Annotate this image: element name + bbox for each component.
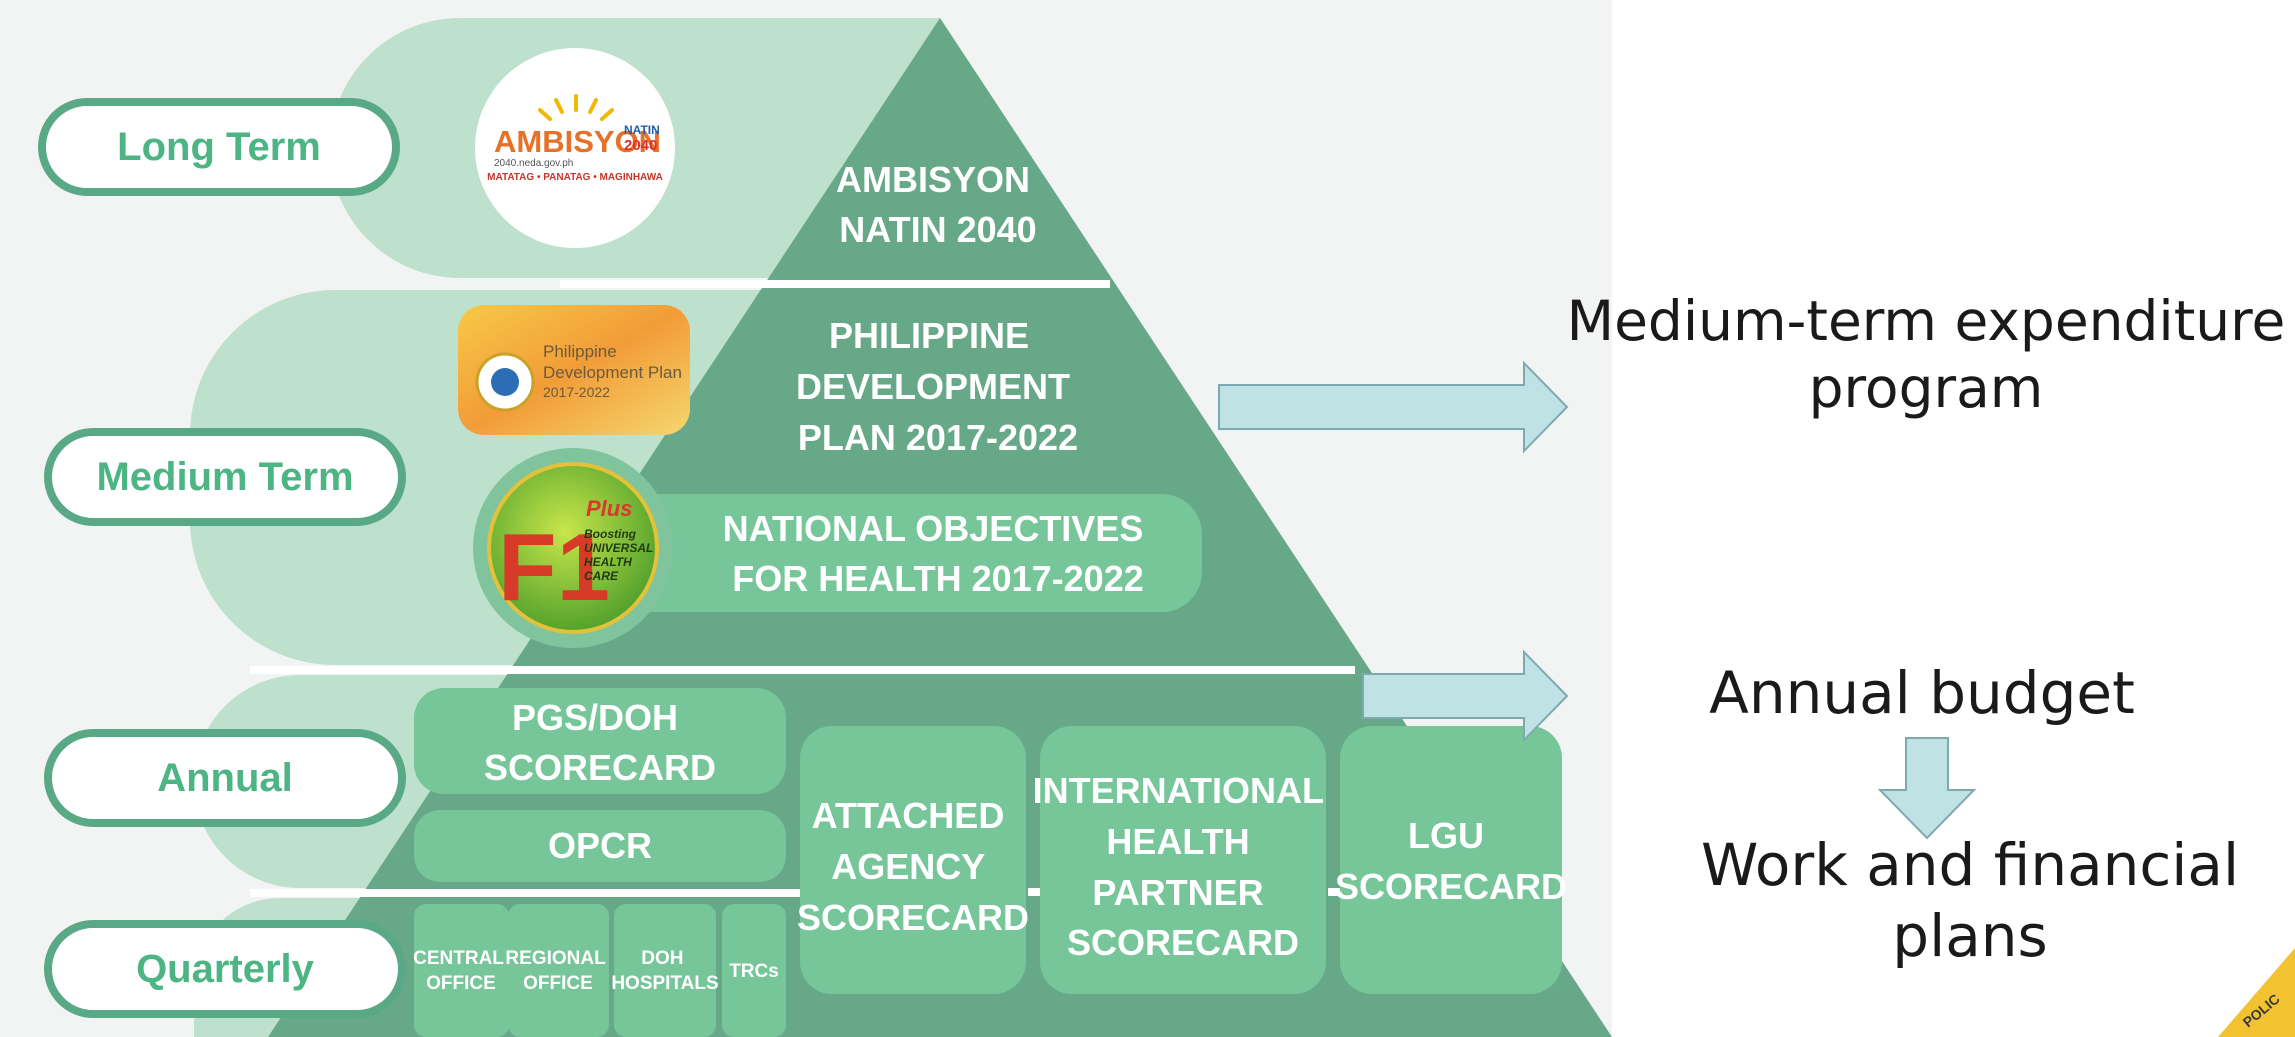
svg-text:PGS/DOH SCORECARD: PGS/DOH SCORECARD [484,697,716,788]
svg-text:MATATAG • PANATAG • MAGINHAWA: MATATAG • PANATAG • MAGINHAWA [487,172,663,183]
quarterly-unit-regional-office: REGIONAL OFFICE [505,904,610,1037]
svg-text:2017-2022: 2017-2022 [543,384,610,400]
ambisyon-title: AMBISYON NATIN 2040 [836,159,1040,250]
annual-budget-label: Annual budget [1709,659,2135,727]
svg-text:Development Plan: Development Plan [543,363,682,382]
quarterly-unit-trcs: TRCs [722,904,786,1037]
national-objectives-box: NATIONAL OBJECTIVES FOR HEALTH 2017-2022 [596,494,1202,612]
tier-pill-long-term: Long Term [38,98,400,196]
f1-plus-logo: F1 Plus Boosting UNIVERSAL HEALTH CARE [473,448,673,648]
svg-text:Medium Term: Medium Term [96,455,353,499]
svg-text:2040.neda.gov.ph: 2040.neda.gov.ph [494,158,573,169]
svg-text:Boosting: Boosting [584,527,637,541]
svg-text:NATIONAL OBJECTIVES FOR: NATIONAL OBJECTIVES FOR HEALTH 2017-2022 [723,508,1154,599]
svg-text:NATIN: NATIN [624,123,660,137]
arrow-right-annual [1362,649,1569,743]
arrow-right-medium-term [1218,360,1569,454]
tier-pill-quarterly: Quarterly [44,920,406,1018]
svg-text:AMBISYON: AMBISYON [494,124,661,159]
corner-badge: POLIC [2218,948,2295,1037]
svg-text:Annual: Annual [157,756,293,800]
quarterly-unit-doh-hospitals: DOH HOSPITALS [611,904,719,1037]
svg-text:UNIVERSAL: UNIVERSAL [584,541,653,555]
svg-text:OPCR: OPCR [548,825,652,866]
svg-text:INTERNATIONAL HEALTH: INTERNATIONAL HEALTH PARTNER SCORECARD [1033,770,1334,963]
pgs-doh-scorecard-box: PGS/DOH SCORECARD [414,688,786,794]
philippine-development-plan-logo: Philippine Development Plan 2017-2022 [458,305,690,435]
svg-text:Quarterly: Quarterly [136,947,315,991]
tier-pill-medium-term: Medium Term [44,428,406,526]
svg-text:DOH HOSPITALS: DOH HOSPITALS [611,948,718,994]
svg-text:REGIONAL OFFICE: REGIONAL OFFICE [505,948,610,994]
medium-term-output-line-1: Medium-term expenditure [1566,289,2286,353]
tier-pill-annual: Annual [44,729,406,827]
pdp-title: PHILIPPINE DEVELOPMENT PLAN 2017-2022 [796,315,1080,458]
opcr-box: OPCR [414,810,786,882]
connector-left [1028,888,1040,896]
work-and-financial-plans-label: Work and financial plans [1652,830,2288,972]
svg-text:Long Term: Long Term [117,125,321,169]
arrow-down-annual-to-work-plans [1877,737,1977,840]
svg-text:TRCs: TRCs [729,961,779,982]
svg-text:Philippine: Philippine [543,342,617,361]
medium-term-output-line-2: program [1808,356,2044,421]
svg-text:CARE: CARE [584,569,619,583]
medium-term-expenditure-program-label: Medium-term expenditure program [1562,288,2290,422]
svg-text:Plus: Plus [586,496,632,521]
svg-text:2040: 2040 [624,137,657,154]
ambisyon-natin-2040-logo: AMBISYON NATIN 2040 2040.neda.gov.ph MAT… [475,48,675,248]
attached-agency-scorecard-box: ATTACHED AGENCY SCORECARD [797,726,1029,994]
svg-text:F1: F1 [498,514,610,621]
international-health-partner-scorecard-box: INTERNATIONAL HEALTH PARTNER SCORECARD [1033,726,1334,994]
svg-text:ATTACHED AGENCY SC: ATTACHED AGENCY SCORECARD [797,795,1029,938]
work-plans-line-1: Work and financial [1700,831,2240,899]
work-plans-line-2: plans [1892,901,2048,970]
svg-text:LGU SCORECARD: LGU SCORECARD [1335,815,1567,907]
svg-text:HEALTH: HEALTH [584,555,632,569]
connector-right [1328,888,1340,896]
svg-text:CENTRAL OFFICE: CENTRAL OFFICE [413,948,509,994]
lgu-scorecard-box: LGU SCORECARD [1335,726,1567,994]
quarterly-unit-central-office: CENTRAL OFFICE [413,904,509,1037]
